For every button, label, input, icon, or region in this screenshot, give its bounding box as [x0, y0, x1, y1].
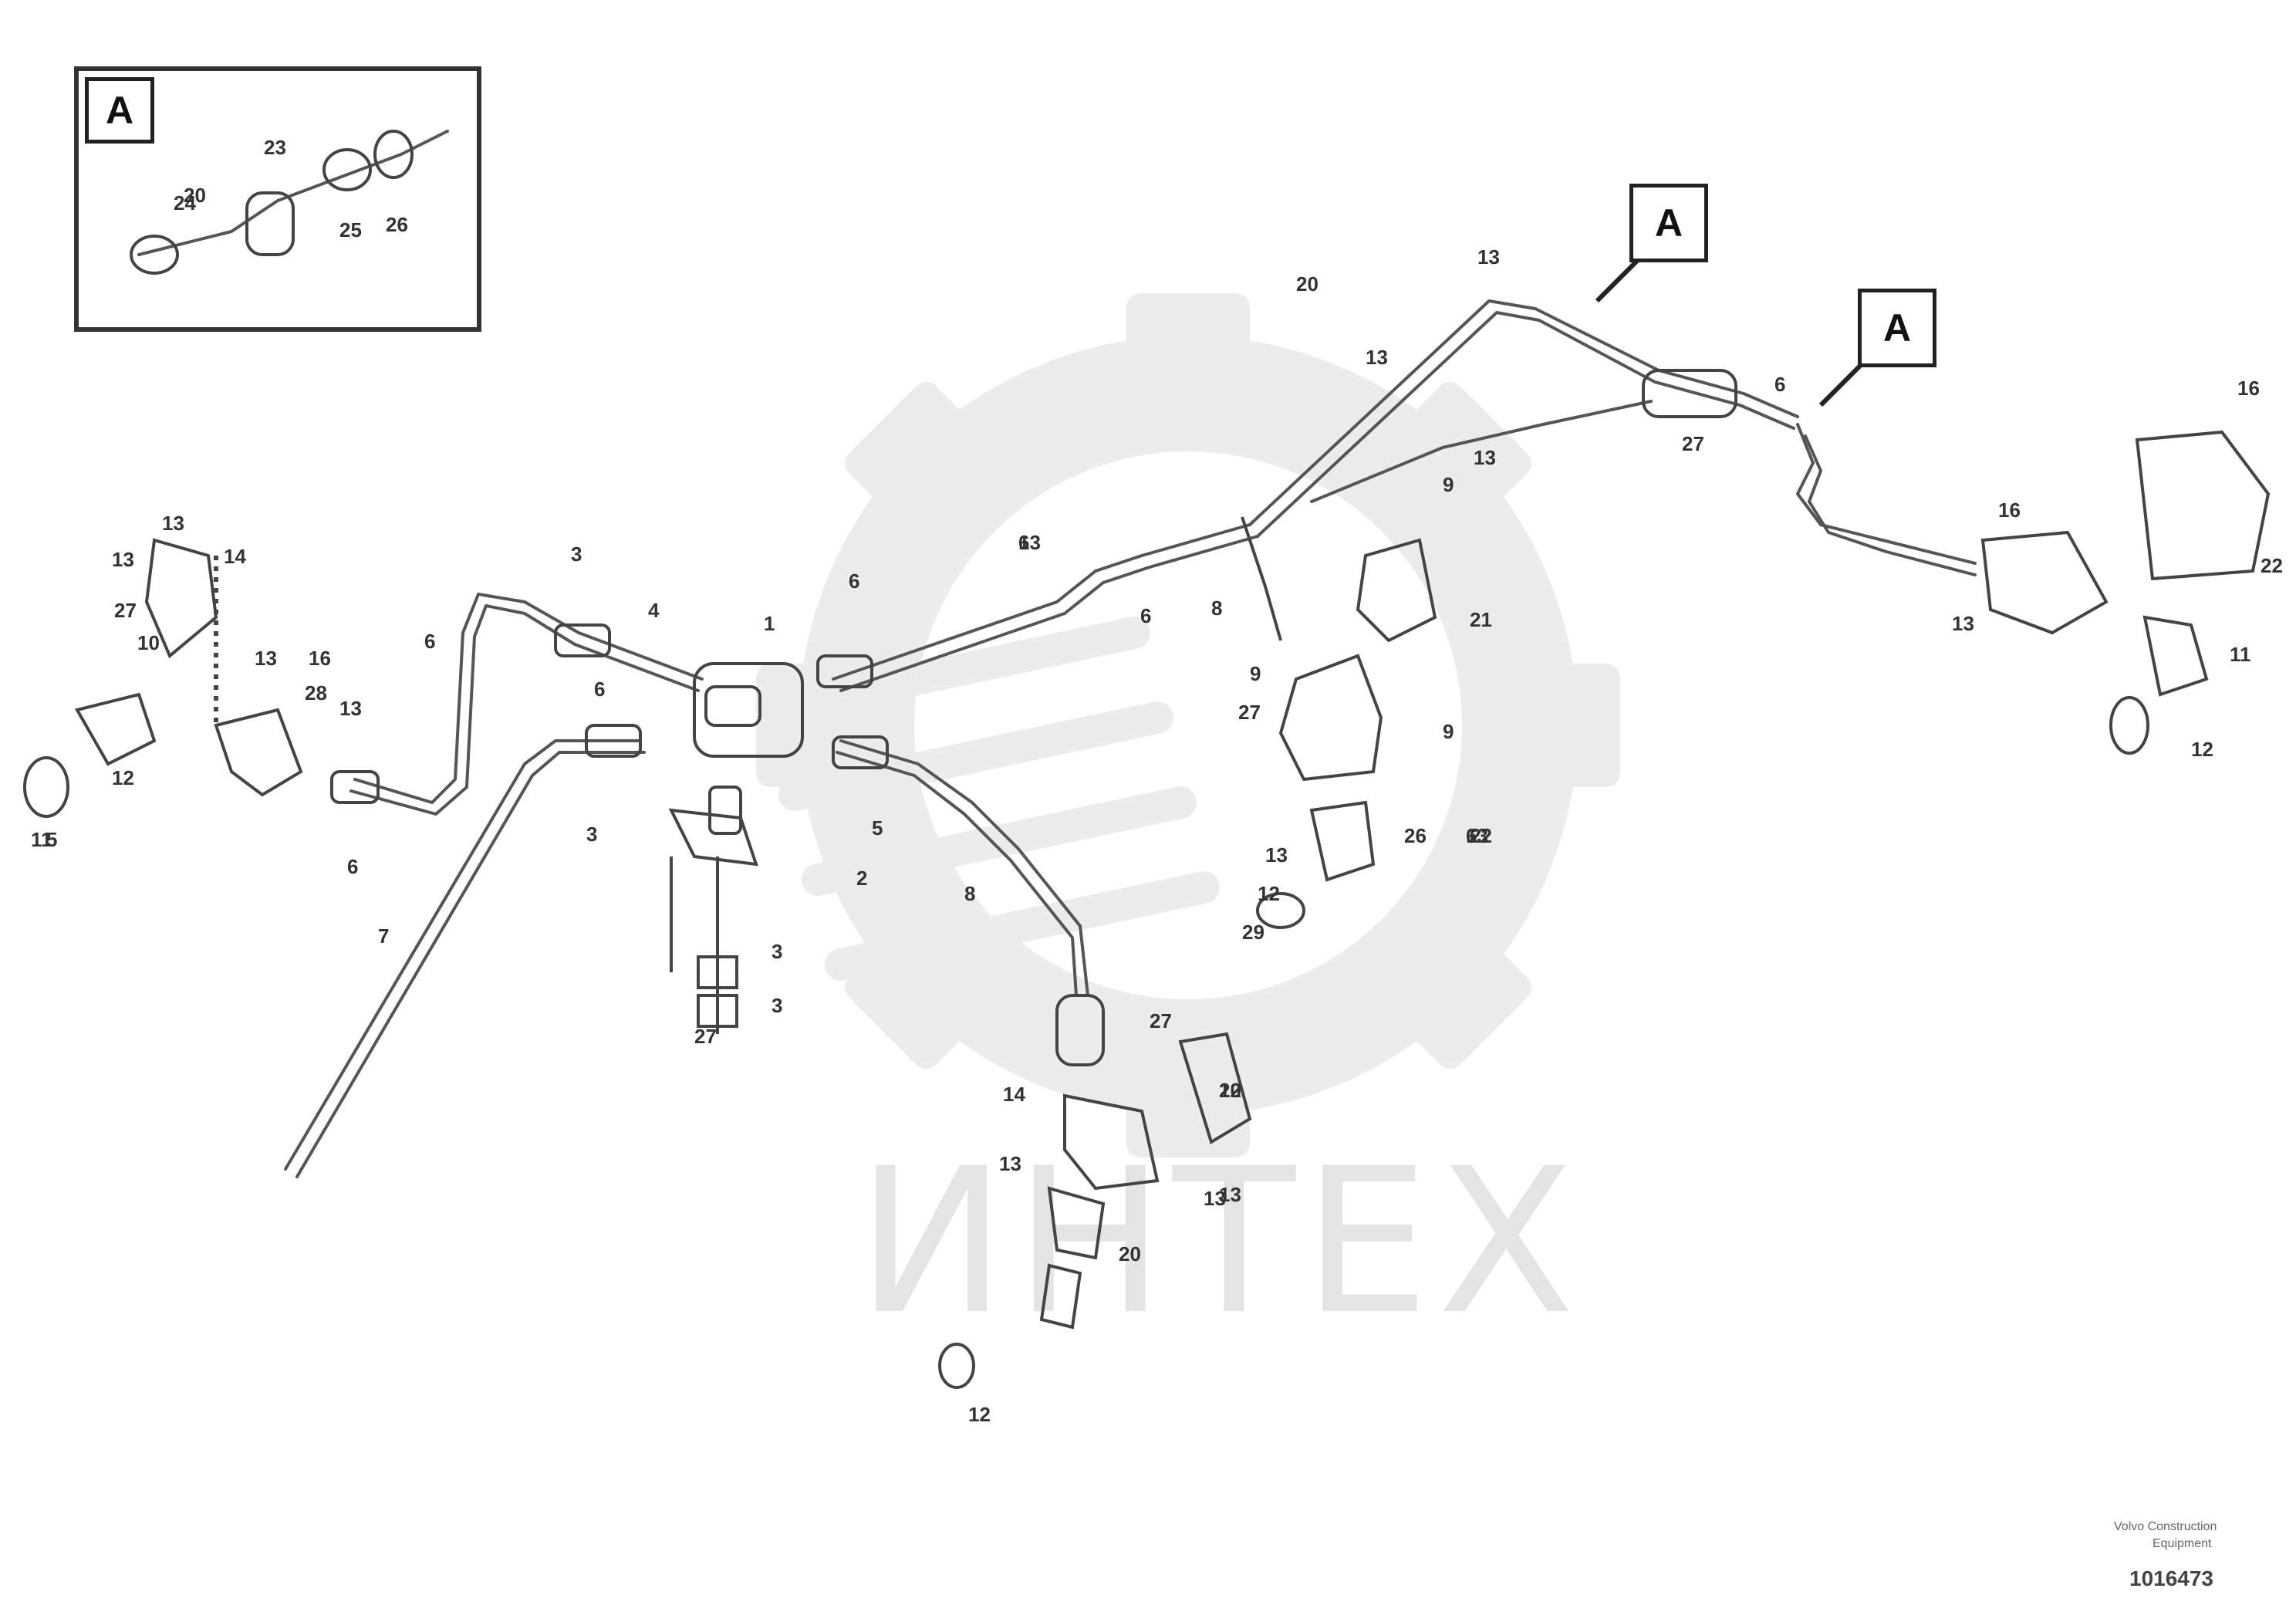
callout-label: 8 — [964, 882, 976, 905]
inset-view-label: A — [85, 77, 154, 144]
callout-label: 9 — [1250, 662, 1261, 685]
callout-label: 16 — [1998, 498, 2021, 522]
callout-label: 6 — [849, 569, 860, 593]
callout-label: 20 — [1296, 272, 1319, 296]
gear-tooth — [844, 381, 1003, 540]
callout-label: 21 — [1470, 608, 1492, 631]
gear-tooth — [1126, 1042, 1250, 1157]
callout-label: 3 — [586, 823, 598, 846]
callout-label: 10 — [1219, 1079, 1241, 1102]
callout-label: 25 — [339, 218, 362, 242]
callout-label: 13 — [1018, 531, 1041, 554]
callout-label: 8 — [1211, 596, 1223, 620]
stamp-code: 1016473 — [2129, 1566, 2214, 1590]
callout-label: 13 — [112, 548, 134, 571]
callout-label: 24 — [174, 191, 196, 215]
callout-label: 12 — [2191, 738, 2213, 761]
callout-label: 28 — [305, 681, 327, 705]
callout-label: 13 — [1466, 824, 1488, 847]
stamp-line1: Volvo Construction — [2114, 1520, 2217, 1533]
view-marker-a-2: A — [1858, 289, 1936, 367]
callout-label: 26 — [386, 213, 408, 236]
callout-label: 22 — [1470, 824, 1492, 847]
callout-label: 13 — [1474, 446, 1496, 469]
callout-label: 13 — [1477, 245, 1500, 269]
callout-label: 14 — [1003, 1083, 1025, 1106]
callout-label: 3 — [772, 940, 783, 963]
callout-label: 13 — [339, 697, 362, 720]
callout-label: 12 — [968, 1403, 991, 1426]
detail-inset-frame — [74, 66, 481, 332]
callout-label: 12 — [1258, 882, 1280, 905]
callout-label: 6 — [1018, 531, 1030, 554]
callout-label: 27 — [1150, 1009, 1172, 1032]
callout-label: 6 — [594, 678, 606, 701]
callout-label: 9 — [1443, 473, 1454, 496]
callout-label: 13 — [1952, 612, 1974, 635]
callout-label: 13 — [1204, 1187, 1226, 1210]
callout-label: 22 — [1219, 1079, 1241, 1102]
callout-label: 9 — [1443, 720, 1454, 743]
callout-label: 20 — [184, 184, 206, 207]
callout-label: 27 — [694, 1025, 717, 1048]
callout-label: 7 — [378, 924, 390, 948]
callout-label: 6 — [1466, 824, 1477, 847]
callout-label: 27 — [1238, 701, 1261, 724]
view-marker-a-1: A — [1629, 184, 1708, 262]
callout-label: 6 — [424, 630, 436, 653]
gear-tooth — [1373, 911, 1532, 1070]
callout-label: 23 — [264, 136, 286, 159]
callout-label: 14 — [224, 545, 246, 568]
callout-label: 27 — [114, 599, 137, 622]
callout-label: 6 — [347, 855, 359, 878]
callout-label: 12 — [112, 766, 134, 789]
callout-label: 13 — [255, 647, 277, 670]
callout-label: 1 — [764, 612, 775, 635]
callout-label: 10 — [137, 631, 160, 654]
callout-label: 13 — [1265, 843, 1288, 867]
callout-label: 6 — [1774, 373, 1786, 396]
callout-label: 22 — [2261, 554, 2283, 577]
gear-tooth — [1504, 664, 1620, 787]
callout-label: 13 — [999, 1152, 1021, 1175]
callout-label: 20 — [1119, 1242, 1141, 1265]
gear-tooth — [1126, 293, 1250, 409]
callout-label: 27 — [1682, 432, 1704, 455]
callout-label: 11 — [31, 828, 52, 851]
watermark-text: ИНТЕХ — [856, 1126, 1583, 1359]
gear-tooth — [1373, 381, 1532, 540]
callout-label: 3 — [571, 542, 582, 566]
callout-label: 26 — [1404, 824, 1427, 847]
callout-label: 5 — [872, 816, 883, 840]
callout-label: 6 — [1140, 604, 1152, 627]
callout-label: 16 — [309, 647, 331, 670]
callout-label: 3 — [772, 994, 783, 1017]
callout-label: 16 — [2237, 377, 2260, 400]
callout-label: 4 — [648, 599, 660, 622]
stamp-line2: Equipment — [2152, 1537, 2212, 1550]
callout-label: 13 — [1219, 1183, 1241, 1206]
callout-label: 29 — [1242, 921, 1264, 944]
callout-label: 2 — [856, 867, 868, 890]
callout-label: 13 — [1366, 346, 1388, 369]
callout-label: 5 — [46, 828, 58, 851]
callout-label: 11 — [2230, 643, 2251, 666]
callout-label: 13 — [162, 512, 184, 535]
